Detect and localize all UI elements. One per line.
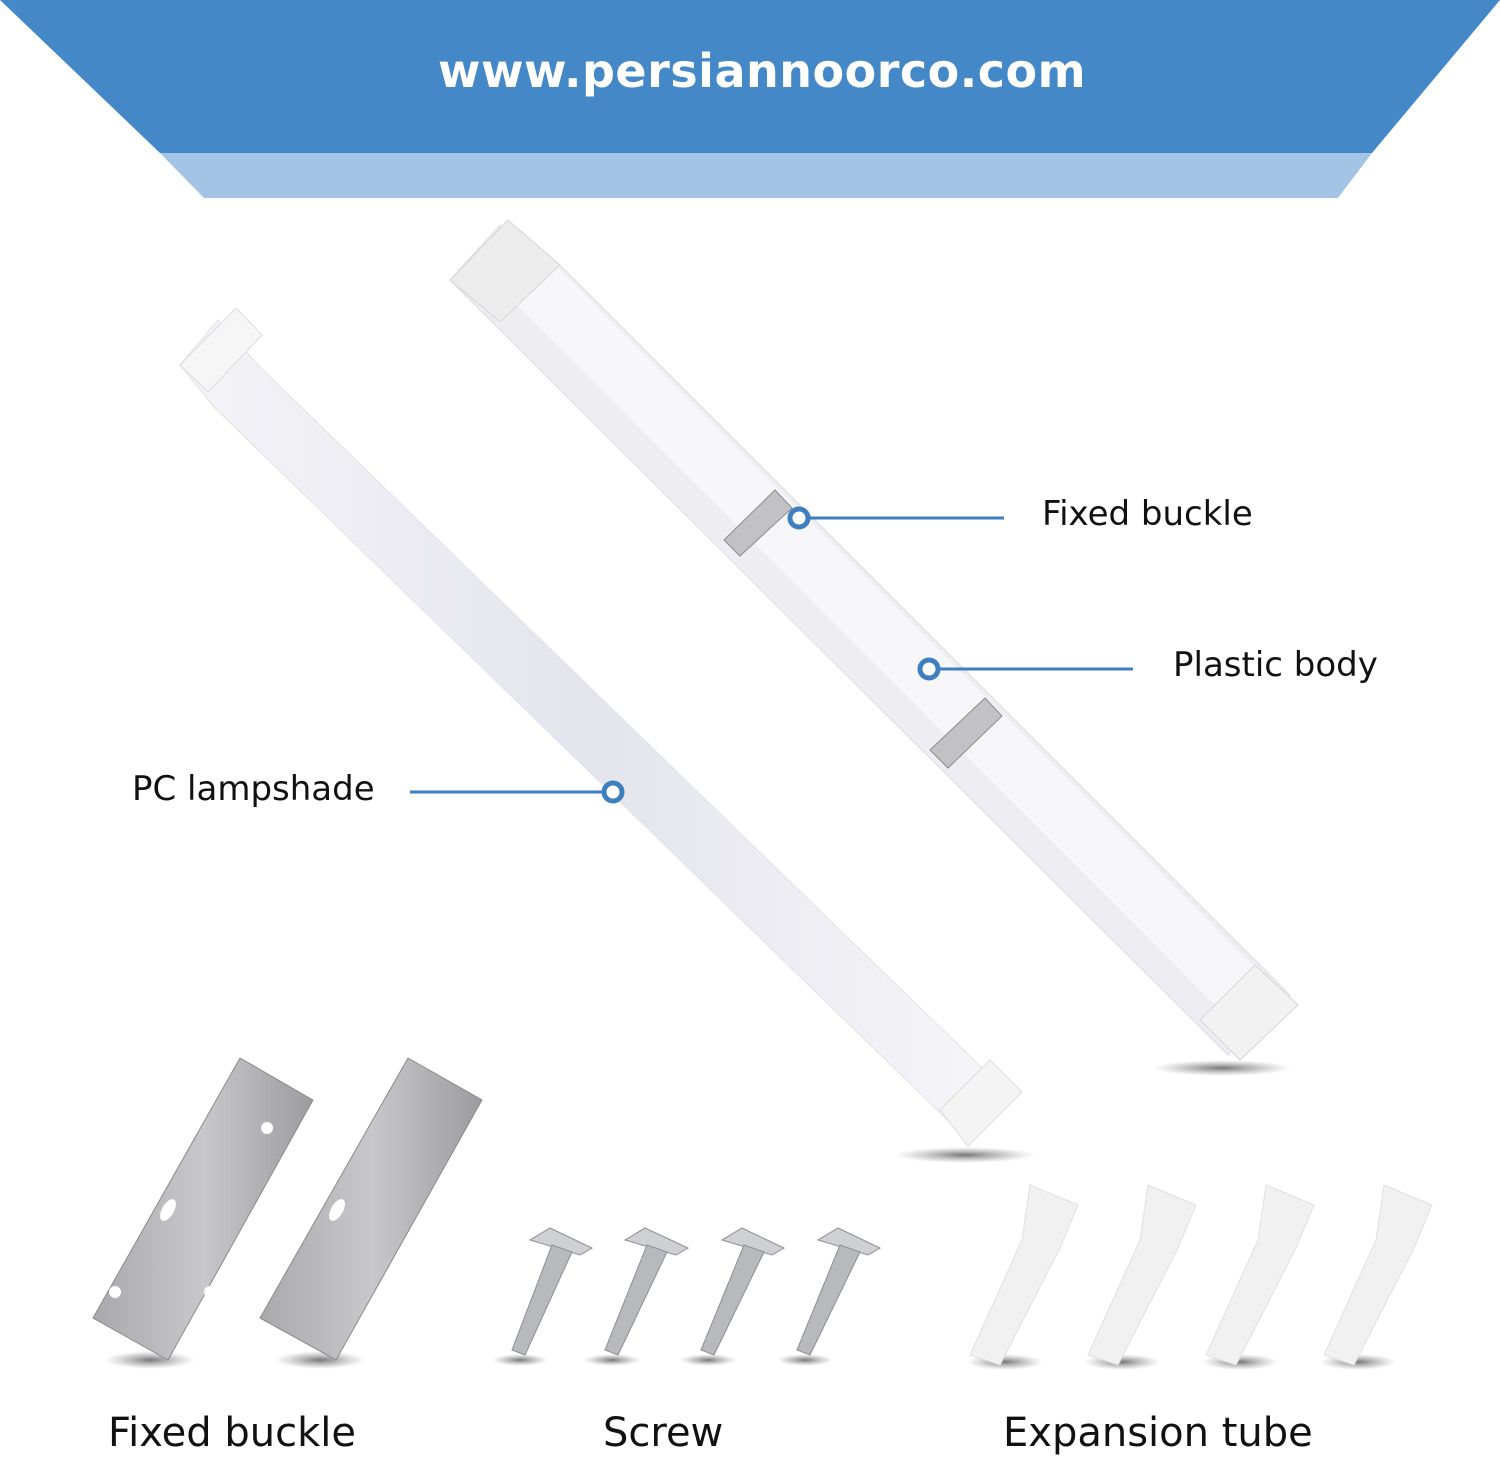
label-screw: Screw xyxy=(603,1410,724,1456)
callout-plastic-body: Plastic body xyxy=(1173,645,1378,685)
plastic-body-batten xyxy=(449,219,1299,1076)
fixed-buckle-parts xyxy=(92,1057,483,1369)
screw-parts xyxy=(492,1227,882,1366)
header-banner: www.persiannoorco.com xyxy=(0,0,1500,200)
banner-shape xyxy=(0,0,1500,198)
label-expansion-tube: Expansion tube xyxy=(1003,1410,1313,1456)
callout-leaders xyxy=(410,506,1133,804)
website-url[interactable]: www.persiannoorco.com xyxy=(437,44,1087,98)
pc-lampshade-lamp xyxy=(179,307,1035,1163)
callout-fixed-buckle: Fixed buckle xyxy=(1042,494,1253,534)
label-fixed-buckle: Fixed buckle xyxy=(108,1410,356,1456)
callout-pc-lampshade: PC lampshade xyxy=(132,769,375,809)
expansion-tube-parts xyxy=(967,1184,1433,1370)
